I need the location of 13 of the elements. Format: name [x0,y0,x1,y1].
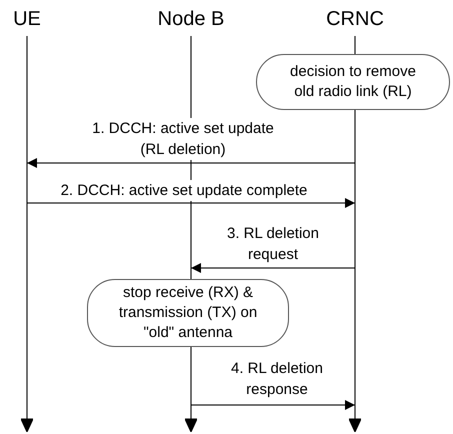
message-arrow [26,158,356,168]
lifeline-arrow [21,36,33,432]
message-arrow [190,263,356,273]
activity-box: decision to remove old radio link (RL) [256,54,450,110]
lifeline-arrow [349,110,361,432]
message-arrow [190,400,356,410]
participant-label: Node B [151,6,231,32]
message-arrow [26,198,356,208]
edge-label: 2. DCCH: active set update complete [60,180,308,201]
participant-label: CRNC [320,6,390,32]
lifeline-arrow [185,347,197,432]
participant-label: UE [4,6,50,32]
activity-box: stop receive (RX) & transmission (TX) on "old" antenna [87,279,289,347]
